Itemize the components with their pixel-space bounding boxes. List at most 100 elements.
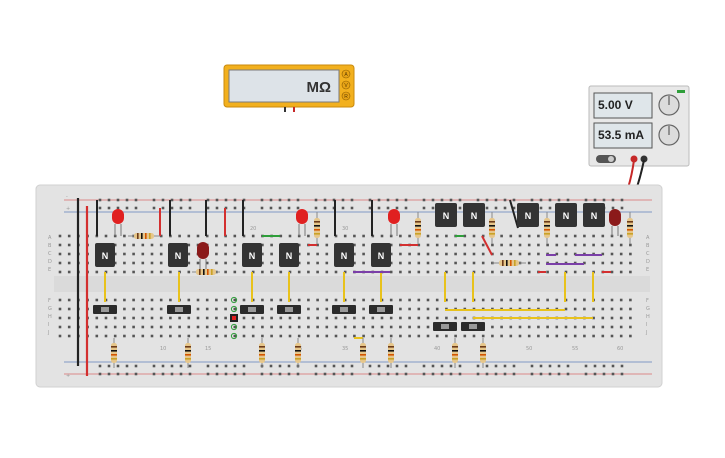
breadboard-hole[interactable] [537,334,540,338]
breadboard-hole[interactable] [132,307,135,311]
breadboard-hole[interactable] [104,325,108,329]
breadboard-hole[interactable] [476,198,480,202]
transistor-npn[interactable]: N [463,203,485,227]
breadboard-hole[interactable] [169,316,172,320]
breadboard-hole[interactable] [629,307,632,311]
breadboard-hole[interactable] [485,372,489,376]
breadboard-hole[interactable] [307,325,310,329]
breadboard-hole[interactable] [125,198,129,202]
breadboard-hole[interactable] [435,243,439,247]
breadboard-hole[interactable] [481,270,485,274]
breadboard-hole[interactable] [601,252,605,256]
breadboard-hole[interactable] [261,261,264,265]
breadboard-hole[interactable] [251,316,255,320]
breadboard-hole[interactable] [371,325,375,329]
breadboard-hole[interactable] [224,261,227,265]
breadboard-hole[interactable] [509,234,513,238]
breadboard-hole[interactable] [404,198,408,202]
breadboard-hole[interactable] [206,198,210,202]
breadboard-hole[interactable] [205,234,209,238]
breadboard-hole[interactable] [619,325,623,329]
breadboard-hole[interactable] [260,198,264,202]
transistor-npn[interactable]: N [168,243,188,267]
breadboard-hole[interactable] [573,243,577,247]
breadboard-hole[interactable] [458,206,462,210]
breadboard-hole[interactable] [233,334,237,338]
breadboard-hole[interactable] [196,307,200,311]
breadboard-hole[interactable] [116,198,120,202]
breadboard-hole[interactable] [187,252,191,256]
breadboard-hole[interactable] [233,325,237,329]
breadboard-hole[interactable] [408,252,411,256]
breadboard-hole[interactable] [141,298,145,302]
led-dark-red[interactable] [609,209,621,236]
breadboard-hole[interactable] [500,243,503,247]
breadboard-hole[interactable] [399,307,402,311]
slide-switch[interactable] [93,305,117,314]
breadboard-hole[interactable] [503,198,507,202]
breadboard-hole[interactable] [610,270,614,274]
breadboard-hole[interactable] [417,298,421,302]
breadboard-hole[interactable] [161,364,165,368]
negative-terminal[interactable] [640,155,648,163]
breadboard-hole[interactable] [316,252,319,256]
breadboard-hole[interactable] [323,364,327,368]
breadboard-hole[interactable] [380,316,384,320]
breadboard-hole[interactable] [242,334,246,338]
breadboard-hole[interactable] [619,243,623,247]
breadboard-hole[interactable] [454,316,457,320]
breadboard-hole[interactable] [307,307,310,311]
transistor-npn[interactable]: N [517,203,539,227]
breadboard-hole[interactable] [408,261,411,265]
breadboard-hole[interactable] [132,270,135,274]
breadboard-hole[interactable] [206,372,210,376]
breadboard-hole[interactable] [113,298,117,302]
breadboard-hole[interactable] [95,298,99,302]
breadboard-hole[interactable] [494,372,498,376]
breadboard-hole[interactable] [503,206,507,210]
breadboard-hole[interactable] [132,243,135,247]
breadboard-hole[interactable] [463,316,467,320]
breadboard-hole[interactable] [215,243,218,247]
breadboard-hole[interactable] [537,325,540,329]
breadboard-hole[interactable] [307,270,310,274]
breadboard-hole[interactable] [362,234,365,238]
breadboard-hole[interactable] [205,325,209,329]
breadboard-hole[interactable] [611,372,615,376]
breadboard-hole[interactable] [619,334,623,338]
breadboard-hole[interactable] [557,372,561,376]
breadboard-hole[interactable] [297,252,301,256]
breadboard-hole[interactable] [288,325,292,329]
breadboard-hole[interactable] [377,364,381,368]
breadboard-hole[interactable] [67,261,71,265]
breadboard-hole[interactable] [205,316,209,320]
breadboard-hole[interactable] [215,252,218,256]
breadboard-hole[interactable] [494,364,498,368]
multimeter-mode-a-button[interactable]: A [341,69,351,79]
breadboard-hole[interactable] [224,307,227,311]
breadboard-hole[interactable] [242,325,246,329]
resistor[interactable] [185,338,191,368]
breadboard-hole[interactable] [350,198,354,202]
breadboard-hole[interactable] [509,243,513,247]
breadboard-hole[interactable] [583,243,586,247]
breadboard-hole[interactable] [593,198,597,202]
breadboard-hole[interactable] [98,198,102,202]
breadboard-hole[interactable] [224,252,227,256]
breadboard-hole[interactable] [435,261,439,265]
breadboard-hole[interactable] [555,298,559,302]
breadboard-hole[interactable] [500,234,503,238]
breadboard-hole[interactable] [269,198,273,202]
breadboard-hole[interactable] [518,243,522,247]
breadboard-hole[interactable] [196,261,200,265]
breadboard-hole[interactable] [417,307,421,311]
breadboard-hole[interactable] [341,364,345,368]
breadboard-hole[interactable] [196,316,200,320]
transistor-npn[interactable]: N [435,203,457,227]
breadboard-hole[interactable] [386,372,390,376]
breadboard-hole[interactable] [564,234,568,238]
breadboard-hole[interactable] [472,261,476,265]
resistor[interactable] [259,338,265,368]
purple-wires[interactable] [353,254,602,273]
breadboard-hole[interactable] [481,298,485,302]
